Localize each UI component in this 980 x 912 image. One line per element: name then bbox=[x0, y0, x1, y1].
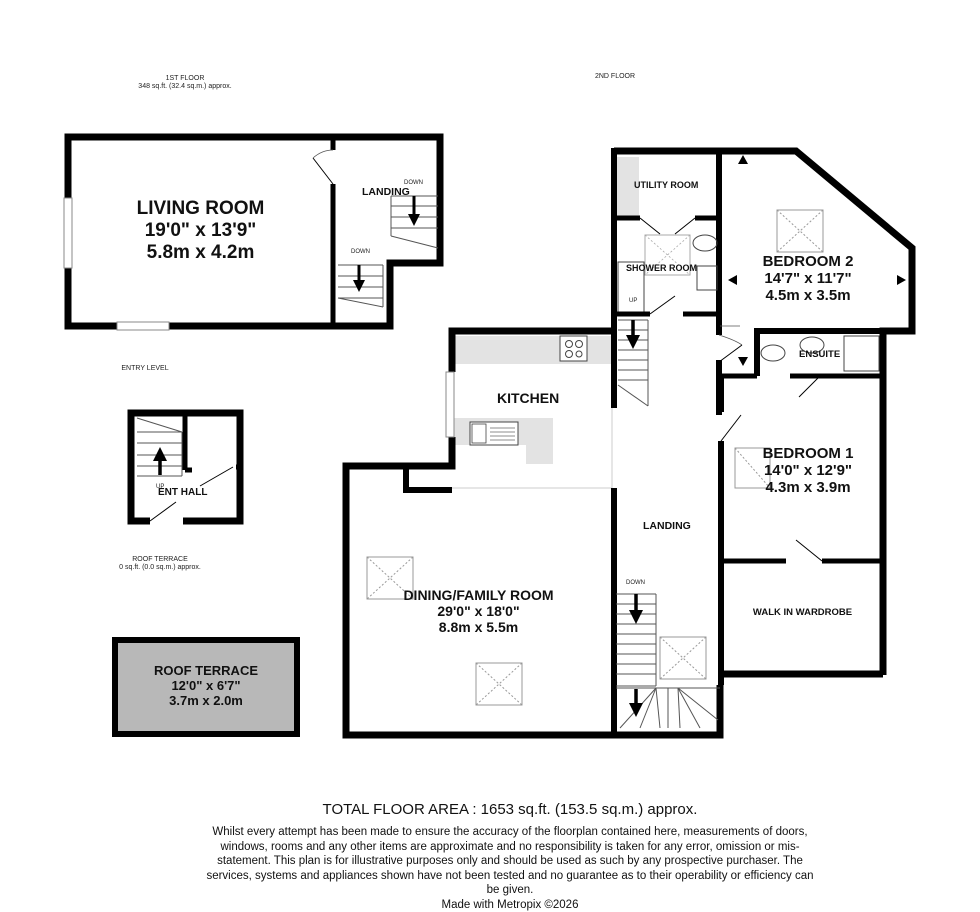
walk-in-wardrobe-label: WALK IN WARDROBE bbox=[724, 607, 881, 618]
stair-up-label: UP bbox=[156, 484, 164, 490]
living-room-name: LIVING ROOM bbox=[68, 198, 333, 220]
utility-room-label: UTILITY ROOM bbox=[634, 180, 698, 190]
entry-level-plan bbox=[131, 413, 240, 521]
shower-room-label: SHOWER ROOM bbox=[626, 263, 697, 273]
living-room-imperial: 19'0" x 13'9" bbox=[68, 220, 333, 242]
roof-terrace-label: ROOF TERRACE 12'0" x 6'7" 3.7m x 2.0m bbox=[115, 663, 297, 708]
bedroom-1-metric: 4.3m x 3.9m bbox=[738, 479, 878, 496]
dining-room-label: DINING/FAMILY ROOM 29'0" x 18'0" 8.8m x … bbox=[346, 587, 611, 635]
kitchen-label: KITCHEN bbox=[497, 390, 559, 406]
disclaimer-text: Whilst every attempt has been made to en… bbox=[200, 825, 820, 898]
total-floor-area: TOTAL FLOOR AREA : 1653 sq.ft. (153.5 sq… bbox=[200, 801, 820, 818]
landing-2nd-label: LANDING bbox=[643, 520, 691, 532]
dining-room-imperial: 29'0" x 18'0" bbox=[346, 603, 611, 619]
stair-down-label-2: DOWN bbox=[351, 249, 370, 255]
living-room-label: LIVING ROOM 19'0" x 13'9" 5.8m x 4.2m bbox=[68, 198, 333, 264]
ensuite-label: ENSUITE bbox=[799, 349, 840, 360]
roof-terrace-imperial: 12'0" x 6'7" bbox=[115, 678, 297, 693]
roof-terrace-name: ROOF TERRACE bbox=[115, 663, 297, 678]
bedroom-2-imperial: 14'7" x 11'7" bbox=[738, 270, 878, 287]
stair-up-label-2: UP bbox=[629, 298, 637, 304]
roof-terrace-metric: 3.7m x 2.0m bbox=[115, 693, 297, 708]
second-floor-plan bbox=[346, 148, 912, 735]
stair-down-label: DOWN bbox=[404, 180, 423, 186]
bedroom-1-name: BEDROOM 1 bbox=[738, 445, 878, 462]
living-room-metric: 5.8m x 4.2m bbox=[68, 242, 333, 264]
bedroom-2-name: BEDROOM 2 bbox=[738, 253, 878, 270]
dining-room-metric: 8.8m x 5.5m bbox=[346, 619, 611, 635]
disclaimer-block: Whilst every attempt has been made to en… bbox=[200, 825, 820, 912]
bedroom-1-imperial: 14'0" x 12'9" bbox=[738, 462, 878, 479]
stair-down-label-3: DOWN bbox=[626, 580, 645, 586]
bedroom-2-label: BEDROOM 2 14'7" x 11'7" 4.5m x 3.5m bbox=[738, 253, 878, 304]
landing-1st-label: LANDING bbox=[362, 186, 410, 198]
bedroom-2-metric: 4.5m x 3.5m bbox=[738, 287, 878, 304]
bedroom-1-label: BEDROOM 1 14'0" x 12'9" 4.3m x 3.9m bbox=[738, 445, 878, 496]
ent-hall-label: ENT HALL bbox=[158, 487, 207, 498]
dining-room-name: DINING/FAMILY ROOM bbox=[346, 587, 611, 603]
metropix-credit: Made with Metropix ©2026 bbox=[200, 898, 820, 912]
